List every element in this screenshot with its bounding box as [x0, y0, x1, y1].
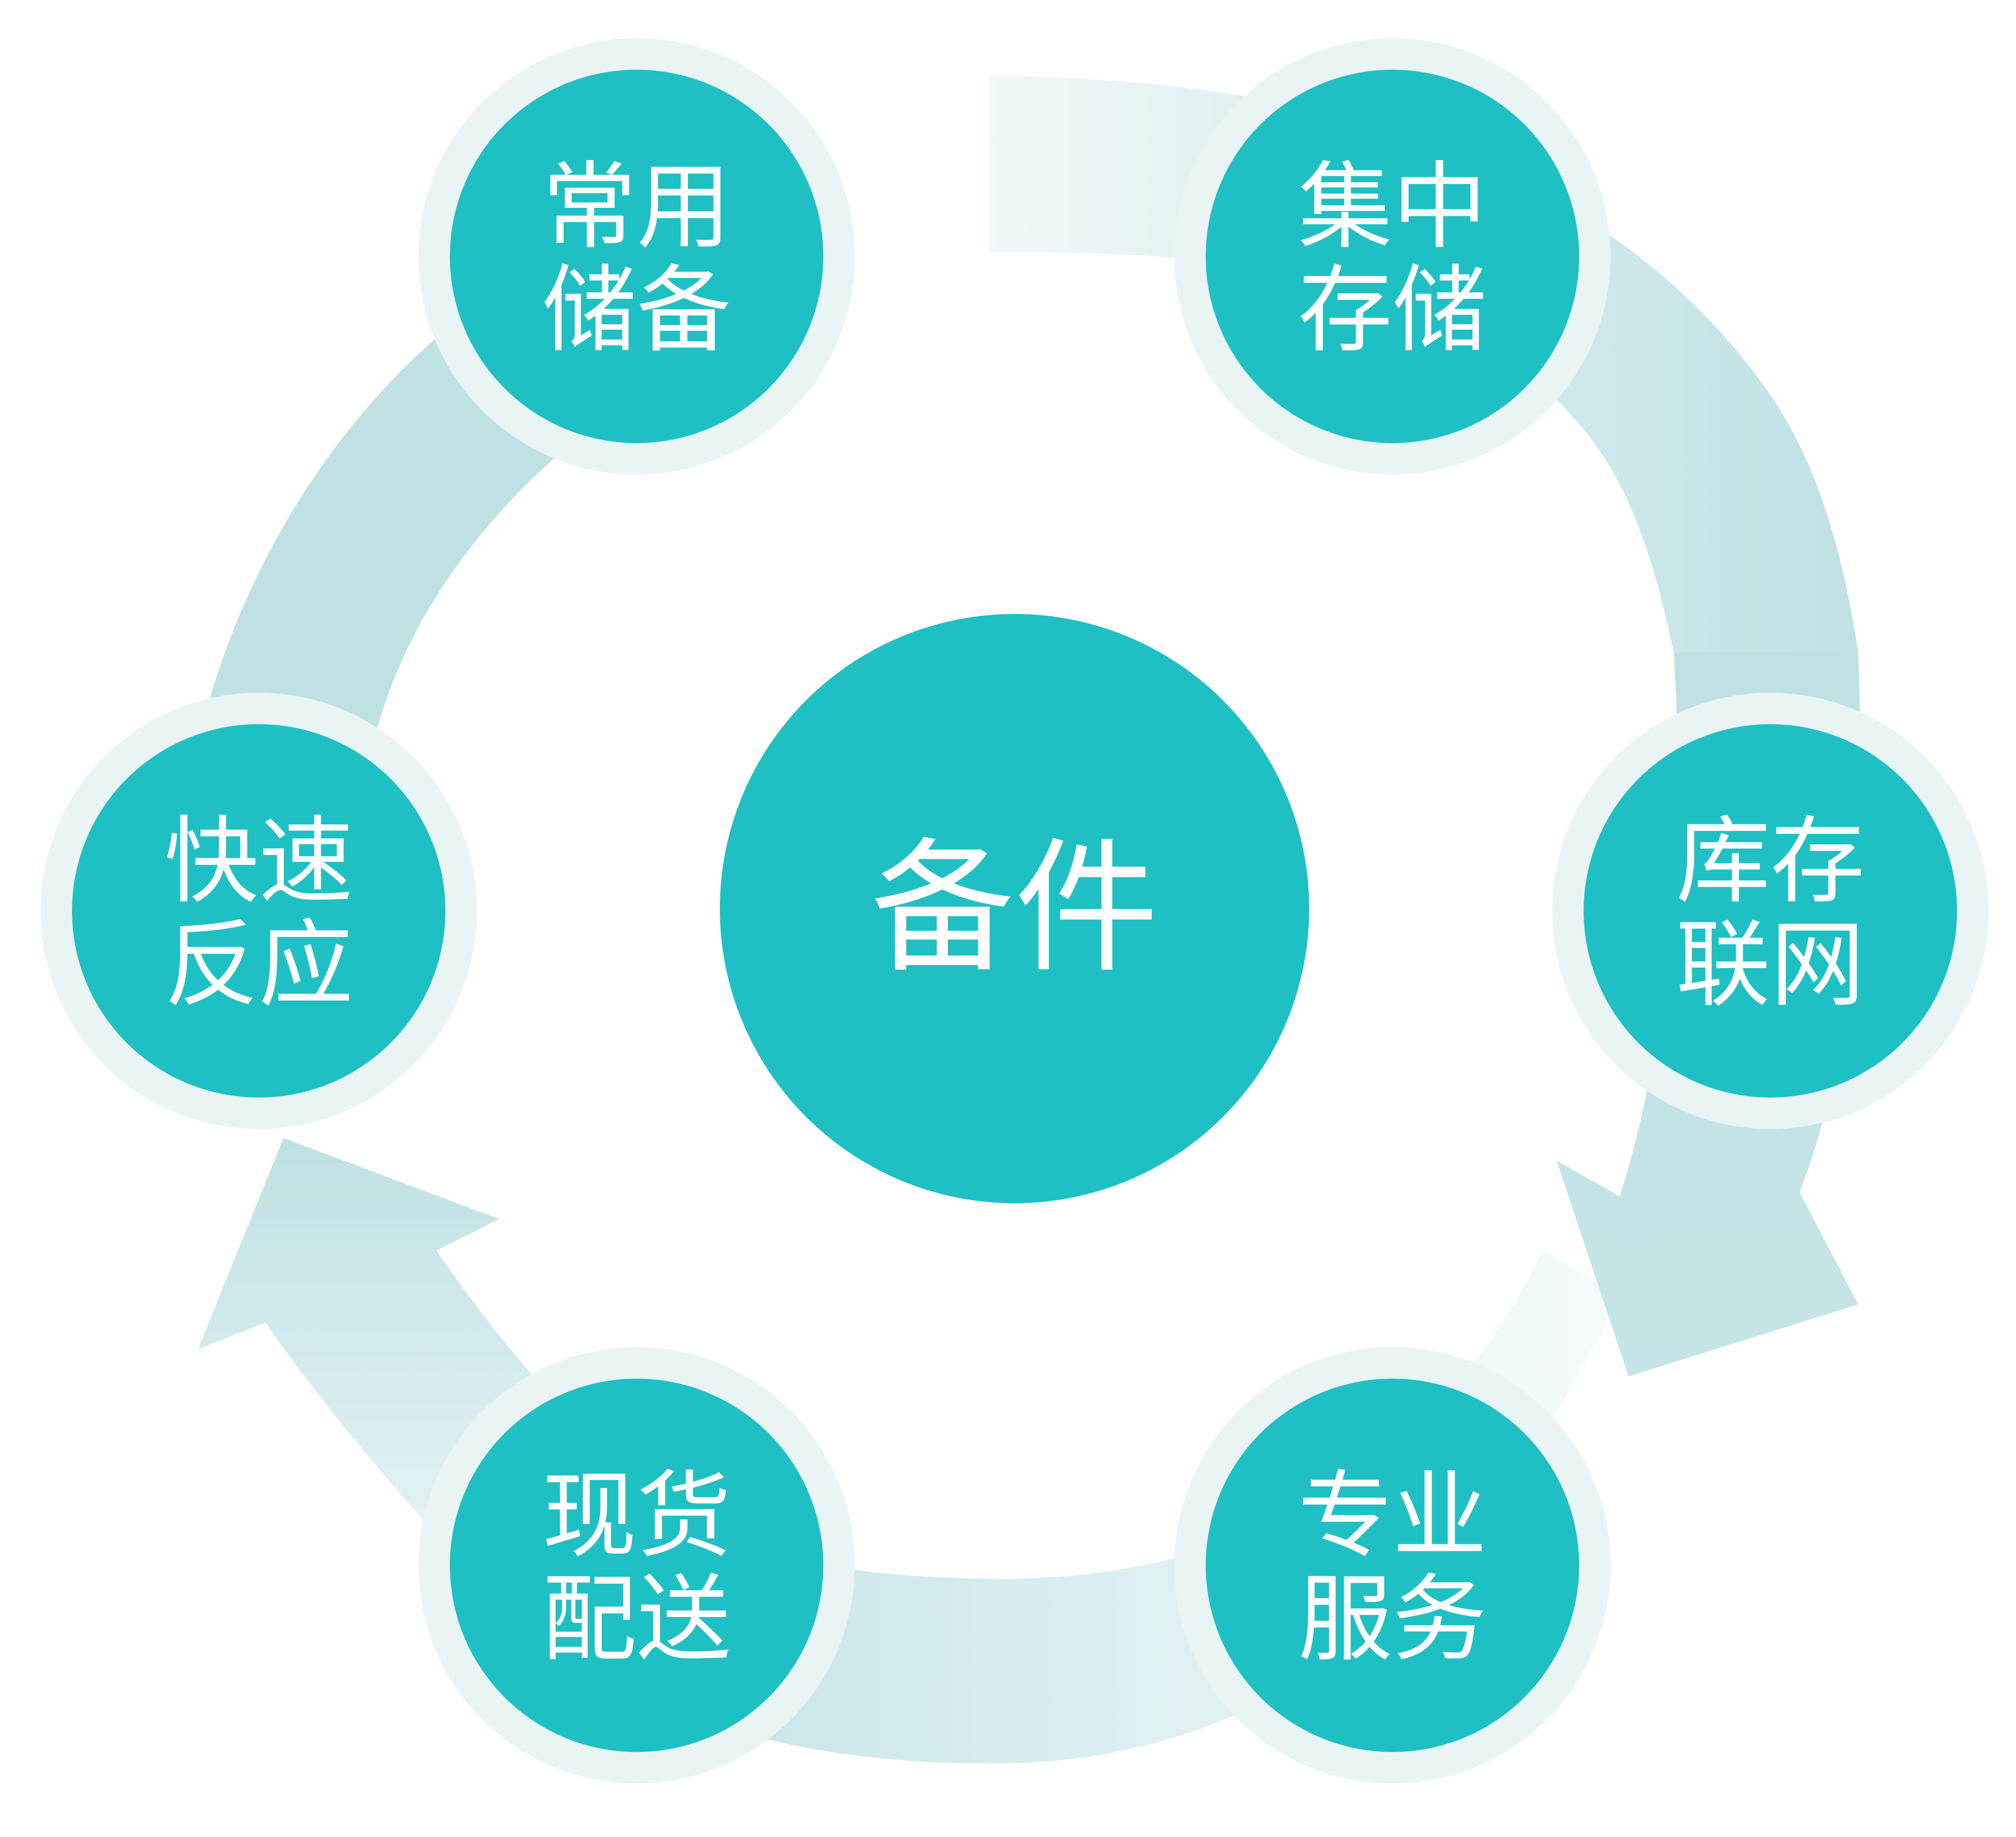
node-circle: [450, 1379, 823, 1752]
node-label-line2: 配送: [542, 1564, 731, 1675]
node-inventory-network: 库存 联网: [1552, 693, 1989, 1129]
node-circle: [1206, 70, 1579, 443]
node-label-line2: 联网: [1676, 910, 1865, 1020]
center-circle: [720, 614, 1309, 1203]
node-label-line1: 集中: [1298, 152, 1487, 262]
node-common-storage: 常用 储备: [418, 38, 855, 475]
node-circle: [72, 724, 445, 1098]
node-circle: [1584, 724, 1957, 1098]
node-circle: [1206, 1379, 1579, 1752]
node-label-line2: 服务: [1298, 1564, 1487, 1675]
node-label-line1: 库存: [1676, 806, 1865, 917]
node-label-line1: 常用: [542, 152, 731, 262]
node-professional-service: 专业 服务: [1174, 1347, 1611, 1783]
node-central-storage: 集中 存储: [1174, 38, 1611, 475]
node-label-line1: 现货: [542, 1461, 731, 1571]
node-circle: [450, 70, 823, 443]
node-label-line1: 快速: [164, 806, 353, 917]
node-label-line2: 反应: [164, 910, 353, 1020]
node-quick-response: 快速 反应: [40, 693, 477, 1129]
node-label-line2: 储备: [542, 255, 731, 366]
node-spot-delivery: 现货 配送: [418, 1347, 855, 1783]
node-label-line1: 专业: [1298, 1461, 1487, 1571]
center-label: 备件: [871, 825, 1158, 992]
node-label-line2: 存储: [1298, 255, 1487, 366]
center-node: 备件: [720, 614, 1309, 1203]
